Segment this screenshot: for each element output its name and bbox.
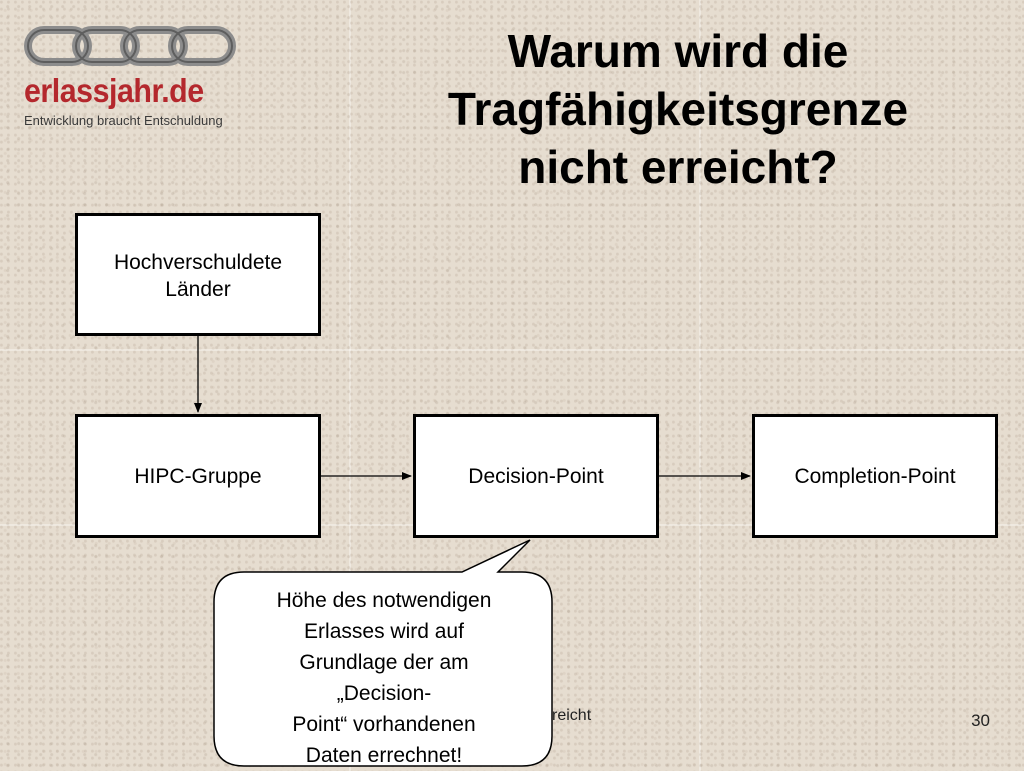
- callout-line: „Decision-: [336, 682, 432, 705]
- box-label: Completion-Point: [794, 464, 956, 488]
- title-line: nicht erreicht?: [518, 141, 838, 193]
- slide-title: Warum wird die Tragfähigkeitsgrenze nich…: [370, 22, 986, 196]
- logo-brand: erlassjahr.de: [24, 72, 204, 109]
- box-label: Länder: [165, 278, 231, 301]
- callout-text: Höhe des notwendigen Erlasses wird auf G…: [226, 585, 542, 771]
- box-hipc-gruppe: HIPC-Gruppe: [75, 414, 321, 538]
- page-number: 30: [971, 711, 990, 730]
- logo-tagline: Entwicklung braucht Entschuldung: [24, 113, 223, 128]
- title-line: Warum wird die: [507, 25, 849, 77]
- callout-line: Daten errechnet!: [305, 744, 463, 767]
- callout-line: Point“ vorhandenen: [292, 713, 476, 736]
- callout-line: Grundlage der am: [299, 651, 469, 674]
- box-label: HIPC-Gruppe: [134, 464, 262, 488]
- box-hochverschuldete-laender: Hochverschuldete Länder: [75, 213, 321, 336]
- box-completion-point: Completion-Point: [752, 414, 998, 538]
- callout-line: Erlasses wird auf: [304, 620, 464, 643]
- logo: erlassjahr.de Entwicklung braucht Entsch…: [18, 20, 248, 135]
- box-label: Hochverschuldete: [113, 251, 283, 274]
- title-line: Tragfähigkeitsgrenze: [447, 83, 909, 135]
- box-decision-point: Decision-Point: [413, 414, 659, 538]
- chain-icon: [24, 26, 236, 66]
- box-label: Decision-Point: [468, 464, 604, 488]
- callout-line: Höhe des notwendigen: [276, 589, 492, 612]
